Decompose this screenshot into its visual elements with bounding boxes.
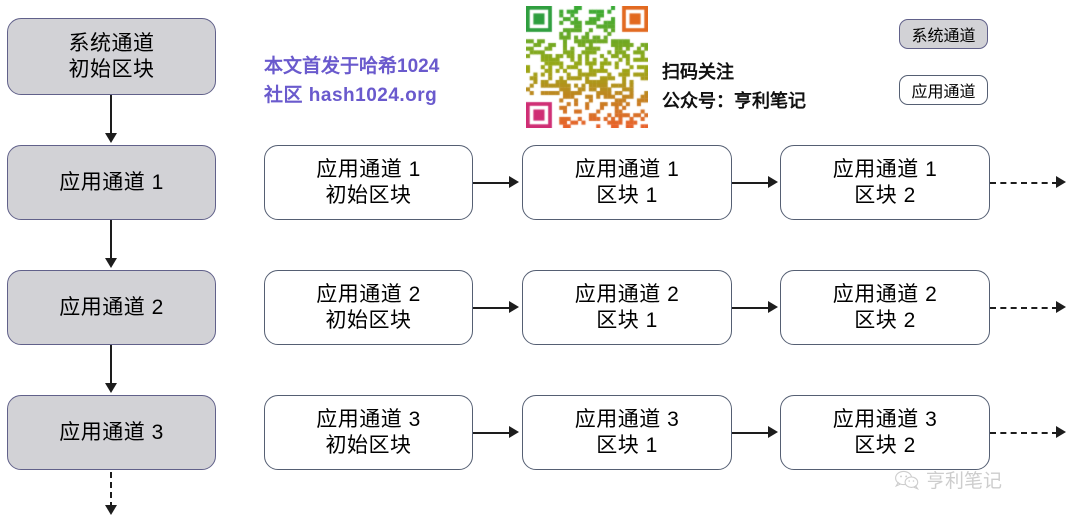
arrowhead-row1-block2	[768, 176, 778, 188]
row2-block-2[interactable]: 应用通道 2 区块 2	[780, 270, 990, 345]
connector-row3-continuation-dashed	[990, 432, 1058, 434]
connector-app2-to-app3	[110, 345, 112, 385]
arrowhead-row1-block1	[509, 176, 519, 188]
arrowhead-row3-block1	[509, 426, 519, 438]
block-line-2: 区块 1	[596, 183, 658, 207]
arrowhead-row1-continuation	[1056, 176, 1066, 188]
arrowhead-app2-to-app3	[105, 383, 117, 393]
connector-row3-genesis-to-block1	[473, 432, 511, 434]
promo-line-2: 社区 hash1024.org	[264, 85, 438, 107]
legend-item-app-channel[interactable]: 应用通道	[899, 75, 988, 105]
block-line-2: 区块 1	[596, 433, 658, 457]
arrowhead-row3-block2	[768, 426, 778, 438]
node-line-1: 应用通道 3	[59, 420, 164, 444]
block-line-2: 区块 1	[596, 308, 658, 332]
node-line-1: 系统通道	[68, 31, 155, 55]
row3-block-1[interactable]: 应用通道 3 区块 1	[522, 395, 732, 470]
arrowhead-app3-continuation	[105, 505, 117, 515]
connector-row3-block1-to-block2	[732, 432, 770, 434]
block-line-1: 应用通道 2	[316, 282, 421, 306]
qr-code-icon	[526, 6, 648, 128]
arrowhead-app1-to-app2	[105, 258, 117, 268]
block-line-2: 初始区块	[325, 183, 412, 207]
connector-row1-genesis-to-block1	[473, 182, 511, 184]
block-line-2: 区块 2	[854, 308, 916, 332]
watermark: 亨利笔记	[895, 466, 1002, 493]
block-line-1: 应用通道 3	[574, 407, 680, 431]
sidebar-node-app-channel-2[interactable]: 应用通道 2	[7, 270, 216, 345]
row2-block-1[interactable]: 应用通道 2 区块 1	[522, 270, 732, 345]
arrowhead-sys-to-app1	[105, 133, 117, 143]
legend-item-system-channel[interactable]: 系统通道	[899, 19, 988, 49]
connector-row2-genesis-to-block1	[473, 307, 511, 309]
block-line-2: 初始区块	[325, 308, 412, 332]
legend-label: 应用通道	[911, 84, 976, 101]
row1-block-genesis[interactable]: 应用通道 1 初始区块	[264, 145, 473, 220]
block-line-2: 初始区块	[325, 433, 412, 457]
block-line-2: 区块 2	[854, 433, 916, 457]
block-line-1: 应用通道 1	[574, 157, 680, 181]
row1-block-1[interactable]: 应用通道 1 区块 1	[522, 145, 732, 220]
node-line-1: 应用通道 2	[59, 295, 164, 319]
node-line-1: 应用通道 1	[59, 170, 164, 194]
connector-sys-to-app1	[110, 95, 112, 135]
block-line-1: 应用通道 3	[832, 407, 938, 431]
sidebar-node-app-channel-3[interactable]: 应用通道 3	[7, 395, 216, 470]
arrowhead-row2-continuation	[1056, 301, 1066, 313]
qr-caption: 扫码关注 公众号：亨利笔记	[662, 58, 806, 116]
legend-label: 系统通道	[911, 28, 976, 45]
sidebar-node-app-channel-1[interactable]: 应用通道 1	[7, 145, 216, 220]
system-channel-genesis-node[interactable]: 系统通道 初始区块	[7, 18, 216, 95]
wechat-icon	[895, 470, 919, 490]
connector-row1-continuation-dashed	[990, 182, 1058, 184]
connector-row1-block1-to-block2	[732, 182, 770, 184]
promo-line-1: 本文首发于哈希1024	[264, 56, 440, 77]
connector-row2-block1-to-block2	[732, 307, 770, 309]
qr-caption-line-1: 扫码关注	[662, 62, 734, 82]
arrowhead-row3-continuation	[1056, 426, 1066, 438]
block-line-1: 应用通道 1	[832, 157, 938, 181]
block-line-1: 应用通道 3	[316, 407, 421, 431]
qr-caption-line-2: 公众号：亨利笔记	[662, 90, 806, 111]
row1-block-2[interactable]: 应用通道 1 区块 2	[780, 145, 990, 220]
promo-text: 本文首发于哈希1024 社区 hash1024.org	[264, 52, 439, 111]
block-line-1: 应用通道 2	[574, 282, 680, 306]
row2-block-genesis[interactable]: 应用通道 2 初始区块	[264, 270, 473, 345]
block-line-2: 区块 2	[854, 183, 916, 207]
row3-block-2[interactable]: 应用通道 3 区块 2	[780, 395, 990, 470]
arrowhead-row2-block1	[509, 301, 519, 313]
row3-block-genesis[interactable]: 应用通道 3 初始区块	[264, 395, 473, 470]
block-line-1: 应用通道 2	[832, 282, 938, 306]
connector-app3-continuation-dashed	[110, 472, 112, 508]
arrowhead-row2-block2	[768, 301, 778, 313]
node-line-2: 初始区块	[68, 57, 155, 81]
qr-code-canvas	[526, 6, 648, 128]
watermark-label: 亨利笔记	[926, 471, 1003, 492]
connector-app1-to-app2	[110, 220, 112, 260]
block-line-1: 应用通道 1	[316, 157, 421, 181]
connector-row2-continuation-dashed	[990, 307, 1058, 309]
